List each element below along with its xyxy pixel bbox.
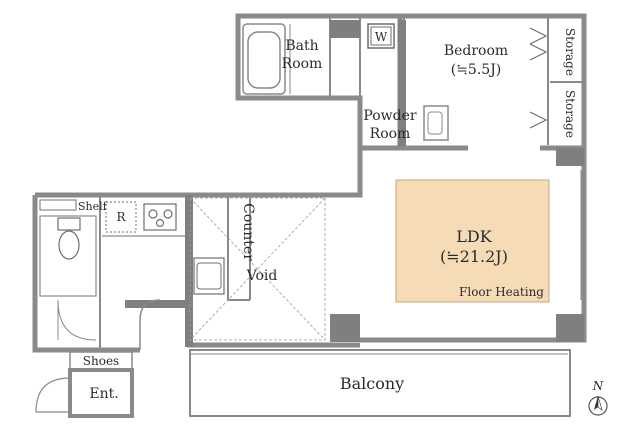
toilet-room: Shelf — [39, 199, 108, 341]
sink — [193, 257, 225, 295]
powder-room-label-1: Powder — [363, 108, 417, 124]
fridge-label: R — [116, 210, 126, 224]
floor-heating-area — [395, 179, 550, 303]
void-label: Void — [246, 268, 278, 284]
storage-bottom-label: Storage — [563, 90, 577, 138]
bedroom-area: (≒5.5J) — [451, 62, 502, 78]
powder-room: Powder Room — [363, 105, 449, 142]
balcony-label: Balcony — [340, 374, 404, 393]
storage-bottom: Storage — [563, 90, 577, 138]
entrance-label: Ent. — [89, 386, 118, 402]
compass: N — [588, 379, 608, 416]
counter-label: Counter — [240, 203, 256, 261]
entrance: Shoes Ent. — [35, 351, 134, 418]
kitchen: R — [102, 201, 225, 295]
bedroom: Bedroom (≒5.5J) — [444, 27, 548, 151]
washer-label: W — [375, 30, 388, 44]
floor-heating-label: Floor Heating — [459, 285, 544, 299]
hallway-curve — [139, 299, 161, 350]
ldk: LDK (≒21.2J) Floor Heating — [395, 170, 582, 303]
bath-room-label-2: Room — [282, 56, 323, 72]
ldk-label: LDK — [456, 227, 492, 246]
ldk-area: (≒21.2J) — [440, 247, 508, 266]
void-area: Void — [189, 197, 326, 341]
counter: Counter — [240, 203, 256, 261]
shelf-label: Shelf — [78, 200, 108, 213]
stove — [143, 203, 177, 231]
wall-pillars — [125, 20, 584, 347]
compass-label: N — [592, 379, 604, 393]
storage-top-label: Storage — [563, 28, 577, 76]
storage-top: Storage — [563, 28, 577, 76]
bath-room-label-1: Bath — [285, 38, 318, 54]
washer: W — [367, 23, 395, 49]
bedroom-label: Bedroom — [444, 43, 508, 59]
shoes-label: Shoes — [83, 354, 119, 368]
bath-room: Bath Room — [242, 23, 323, 95]
powder-room-label-2: Room — [370, 126, 411, 142]
balcony: Balcony — [189, 349, 571, 417]
